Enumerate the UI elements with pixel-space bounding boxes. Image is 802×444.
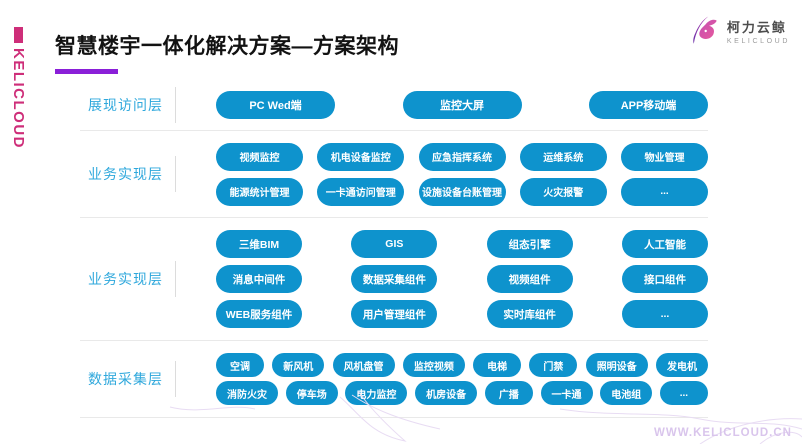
pill-area: 空调新风机风机盘管监控视频电梯门禁照明设备发电机消防火灾停车场电力监控机房设备广…	[216, 353, 708, 405]
pill-row: 消息中间件 数据采集组件 视频组件 接口组件	[216, 265, 708, 293]
layer-1: 展现访问层 PC Wed端 监控大屏 APP移动端	[80, 80, 708, 131]
pill-row: 消防火灾停车场电力监控机房设备广播一卡通电池组...	[216, 381, 708, 405]
module-pill: APP移动端	[589, 91, 708, 119]
layer-2: 业务实现层视频监控机电设备监控应急指挥系统运维系统物业管理能源统计管理一卡通访问…	[80, 131, 708, 218]
module-pill: 物业管理	[621, 142, 708, 171]
module-pill: 机房设备	[415, 381, 478, 405]
logo-name-cn: 柯力云鲸	[726, 20, 787, 35]
module-pill: 照明设备	[585, 353, 648, 377]
pill-row: 能源统计管理一卡通访问管理设施设备台账管理火灾报警...	[216, 177, 708, 206]
layer-label: 展现访问层	[88, 97, 163, 113]
layer-label-column: 业务实现层	[80, 261, 216, 297]
module-pill: 消防火灾	[216, 381, 278, 405]
layer-label-column: 数据采集层	[80, 361, 216, 397]
module-pill: ...	[621, 300, 708, 328]
module-pill: 电池组	[600, 381, 653, 405]
layer-label: 数据采集层	[88, 371, 163, 387]
module-pill: GIS	[351, 230, 438, 258]
module-pill: 能源统计管理	[216, 177, 303, 206]
module-pill: 监控大屏	[402, 91, 522, 119]
module-pill: 一卡通	[540, 381, 593, 405]
label-divider	[175, 361, 176, 397]
layer-label: 业务实现层	[88, 271, 163, 287]
module-pill: 风机盘管	[332, 353, 395, 377]
pill-area: 视频监控机电设备监控应急指挥系统运维系统物业管理能源统计管理一卡通访问管理设施设…	[216, 142, 708, 206]
module-pill: 监控视频	[402, 353, 465, 377]
label-divider	[175, 261, 176, 297]
layer-3: 业务实现层 三维BIM GIS 组态引擎 人工智能消息中间件 数据采集组件 视频组件 接口组件…	[80, 218, 708, 341]
pill-row: PC Wed端 监控大屏 APP移动端	[216, 91, 708, 119]
pill-area: 三维BIM GIS 组态引擎 人工智能消息中间件 数据采集组件 视频组件 接口组件 WEB服务…	[216, 230, 708, 328]
module-pill: 电梯	[473, 353, 522, 377]
module-pill: WEB服务组件	[216, 300, 302, 328]
company-logo: 柯力云鲸 KELICLOUD	[687, 13, 790, 49]
logo-texts: 柯力云鲸 KELICLOUD	[727, 17, 790, 45]
brand-vertical: KELICLOUD	[10, 27, 27, 149]
header: 智慧楼宇一体化解决方案—方案架构	[55, 30, 399, 74]
brand-vertical-text: KELICLOUD	[10, 48, 27, 149]
module-pill: 停车场	[285, 381, 338, 405]
module-pill: 应急指挥系统	[418, 142, 506, 171]
module-pill: 门禁	[529, 353, 578, 377]
pill-row: 三维BIM GIS 组态引擎 人工智能	[216, 230, 708, 258]
module-pill: 电力监控	[345, 381, 408, 405]
module-pill: 三维BIM	[216, 230, 302, 258]
label-divider	[175, 156, 176, 192]
module-pill: 火灾报警	[519, 177, 607, 206]
module-pill: 空调	[216, 353, 264, 377]
module-pill: 机电设备监控	[317, 142, 405, 171]
title-underline	[55, 69, 118, 74]
pill-area: PC Wed端 监控大屏 APP移动端	[216, 91, 708, 119]
module-pill: 广播	[484, 381, 533, 405]
module-pill: 用户管理组件	[351, 300, 438, 328]
architecture-diagram: 展现访问层 PC Wed端 监控大屏 APP移动端业务实现层 视频监控机电设备监控应急指…	[80, 80, 708, 418]
layer-label-column: 展现访问层	[80, 87, 216, 123]
layer-4: 数据采集层空调新风机风机盘管监控视频电梯门禁照明设备发电机消防火灾停车场电力监控…	[80, 341, 708, 418]
module-pill: 视频组件	[486, 265, 573, 293]
pill-row: 空调新风机风机盘管监控视频电梯门禁照明设备发电机	[216, 353, 708, 377]
module-pill: ...	[659, 381, 708, 405]
module-pill: 组态引擎	[486, 230, 573, 258]
module-pill: 新风机	[272, 353, 325, 377]
module-pill: 数据采集组件	[351, 265, 438, 293]
module-pill: 一卡通访问管理	[317, 177, 405, 206]
module-pill: 实时库组件	[486, 300, 573, 328]
module-pill: 消息中间件	[216, 265, 302, 293]
module-pill: 设施设备台账管理	[418, 177, 506, 206]
pill-row: WEB服务组件 用户管理组件 实时库组件...	[216, 300, 708, 328]
layer-label-column: 业务实现层	[80, 156, 216, 192]
pill-row: 视频监控机电设备监控应急指挥系统运维系统物业管理	[216, 142, 708, 171]
logo-name-en: KELICLOUD	[726, 38, 790, 45]
whale-logo-icon	[693, 16, 717, 44]
module-pill: 接口组件	[621, 265, 708, 293]
module-pill: 运维系统	[519, 142, 607, 171]
brand-bar-icon	[14, 27, 23, 43]
footer-url: WWW.KELICLOUD.CN	[653, 427, 792, 439]
module-pill: ...	[621, 177, 708, 206]
module-pill: PC Wed端	[216, 91, 335, 119]
page-title: 智慧楼宇一体化解决方案—方案架构	[55, 35, 399, 58]
label-divider	[175, 87, 176, 123]
layer-label: 业务实现层	[88, 166, 163, 182]
module-pill: 发电机	[655, 353, 708, 377]
module-pill: 视频监控	[216, 142, 303, 171]
module-pill: 人工智能	[621, 230, 708, 258]
